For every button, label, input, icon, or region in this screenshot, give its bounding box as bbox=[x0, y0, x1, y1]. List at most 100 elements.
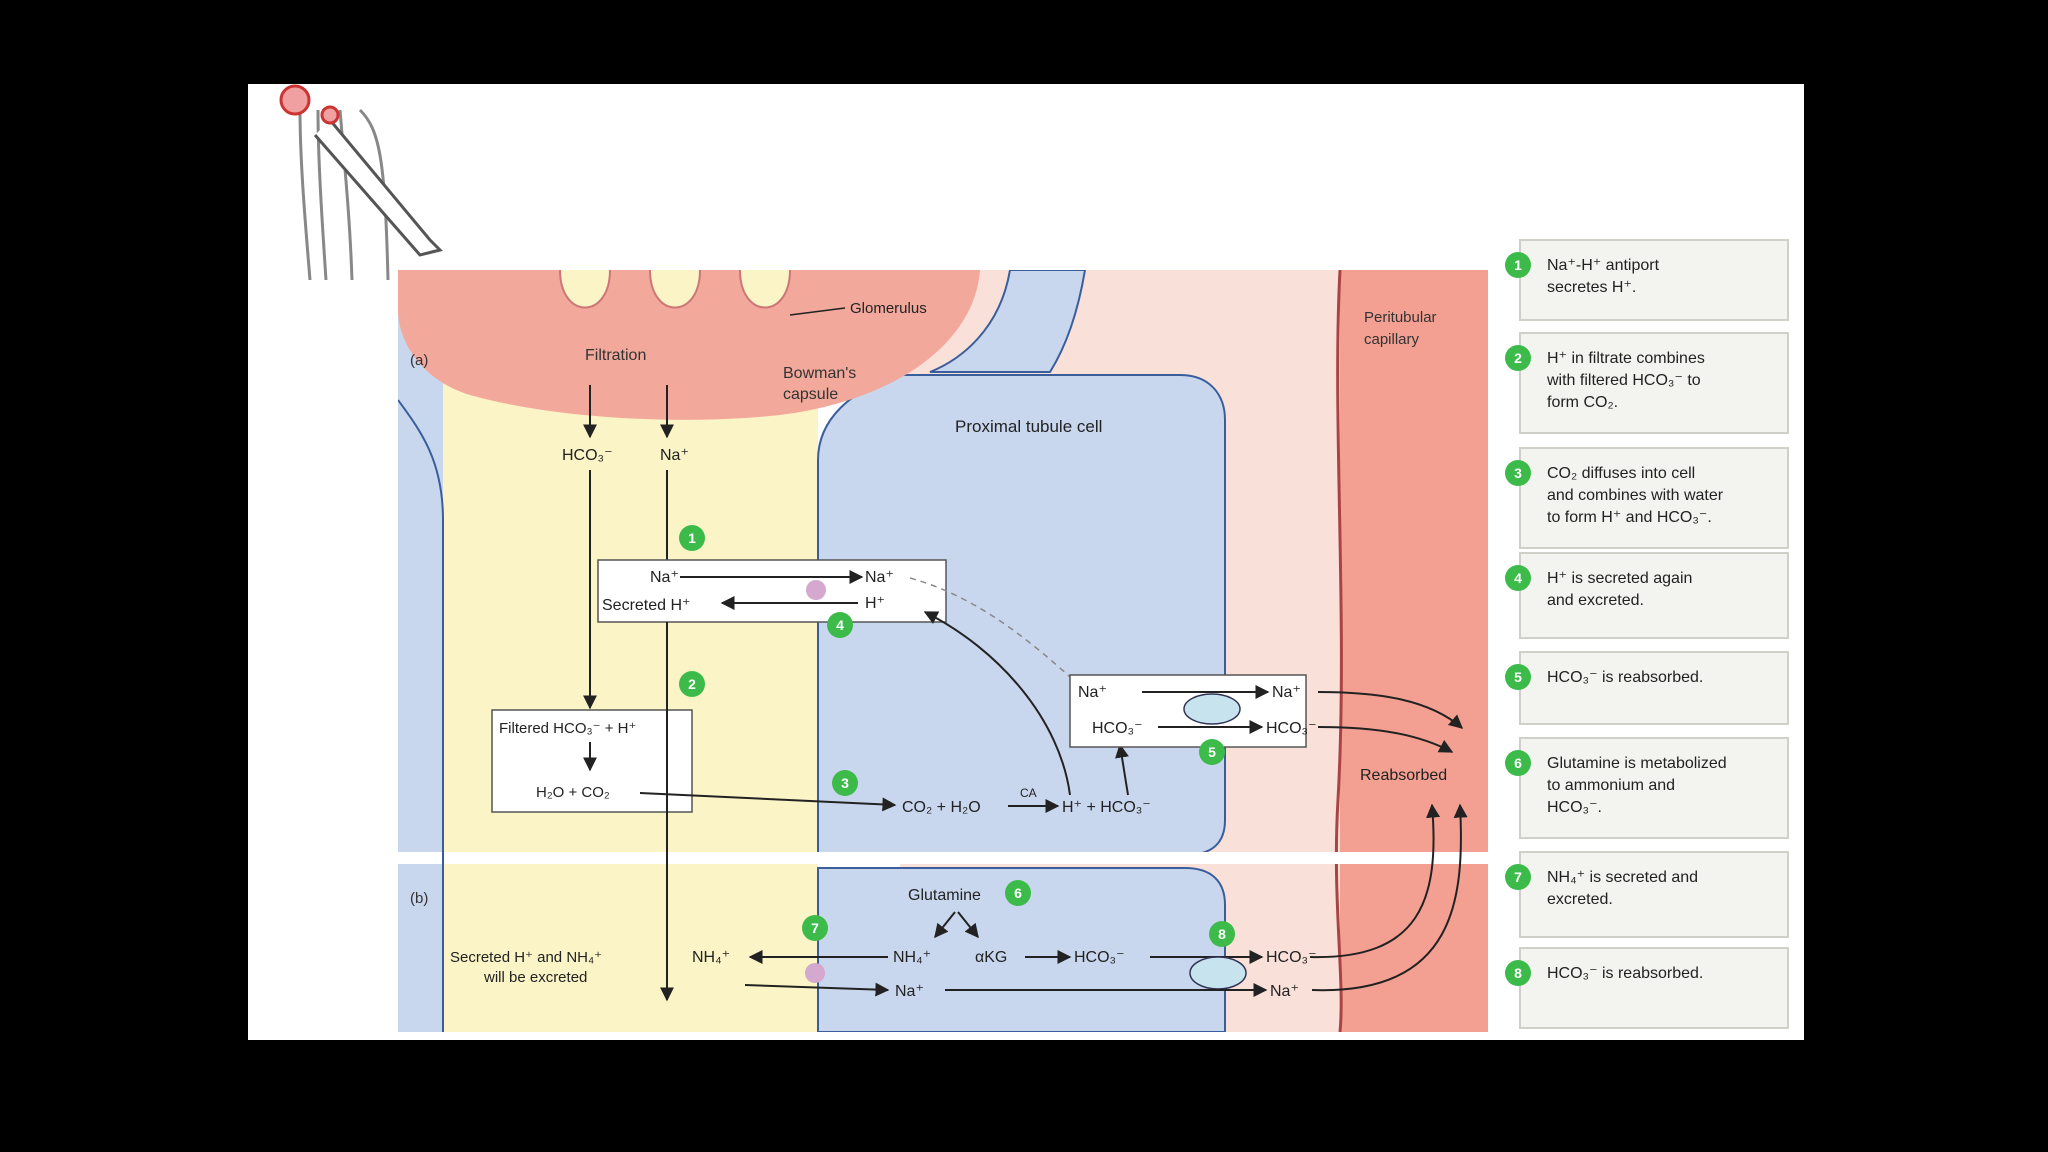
step-badge-number: 8 bbox=[1218, 926, 1226, 942]
legend-step-text: HCO₃⁻ is reabsorbed. bbox=[1547, 965, 1703, 982]
step-badge-number: 4 bbox=[836, 617, 844, 633]
co2-diffusion-arrow bbox=[639, 792, 897, 812]
reabsorbed-label: Reabsorbed bbox=[1360, 767, 1447, 784]
na-to-capillary-arrow bbox=[1317, 691, 1464, 729]
legend-badge-7 bbox=[1505, 864, 1531, 890]
glutamine-to-nh4 bbox=[934, 911, 956, 939]
basal-na-right: Na⁺ bbox=[1272, 684, 1301, 701]
legend-badge-1 bbox=[1505, 252, 1531, 278]
lumen-na-label: Na⁺ bbox=[660, 447, 689, 464]
legend-step-box bbox=[1519, 332, 1789, 434]
basolateral-cotransporter bbox=[1183, 693, 1241, 725]
b-na-out: Na⁺ bbox=[1270, 983, 1299, 1000]
legend-step-text: HCO₃⁻. bbox=[1547, 799, 1602, 816]
b-na-cell: Na⁺ bbox=[895, 983, 924, 1000]
b-cotransporter bbox=[1189, 956, 1247, 990]
left-cell-region bbox=[398, 270, 443, 1032]
box1-secreted-h: Secreted H⁺ bbox=[602, 597, 690, 614]
step-badge-6 bbox=[1005, 880, 1031, 906]
legend-step-text: H⁺ in filtrate combines bbox=[1547, 350, 1705, 367]
bowmans-label-1: Bowman's bbox=[783, 365, 856, 382]
bowmans-capsule-blue bbox=[929, 270, 1087, 373]
hco3-to-capillary-arrow bbox=[1317, 726, 1454, 753]
basal-hco3-left: HCO₃⁻ bbox=[1092, 720, 1143, 737]
nephron-thumbnail-icon bbox=[279, 84, 443, 281]
step-badge-1 bbox=[679, 525, 705, 551]
reaction-products: H⁺ + HCO₃⁻ bbox=[1062, 799, 1151, 816]
legend-step-box bbox=[1519, 651, 1789, 725]
glutamine-to-akg bbox=[957, 911, 979, 939]
step-badge-number: 6 bbox=[1014, 885, 1022, 901]
legend-step-text: excreted. bbox=[1547, 891, 1613, 908]
legend-badge-number: 1 bbox=[1514, 257, 1522, 273]
h-to-antiport-arrow bbox=[923, 611, 1071, 796]
glomerulus-loops bbox=[559, 270, 791, 309]
step-badge-7 bbox=[802, 915, 828, 941]
step-badge-number: 5 bbox=[1208, 744, 1216, 760]
legend-step-text: Na⁺-H⁺ antiport bbox=[1547, 257, 1660, 274]
legend-badge-5 bbox=[1505, 664, 1531, 690]
legend-step-box bbox=[1519, 552, 1789, 639]
box2-filtered: Filtered HCO₃⁻ + H⁺ bbox=[499, 720, 636, 737]
legend-badge-4 bbox=[1505, 565, 1531, 591]
capillary-wall bbox=[1334, 270, 1343, 1032]
step-badge-4 bbox=[827, 612, 853, 638]
basal-hco3-right: HCO₃⁻ bbox=[1266, 720, 1317, 737]
legend-step-text: HCO₃⁻ is reabsorbed. bbox=[1547, 669, 1703, 686]
b-akg: αKG bbox=[975, 949, 1007, 966]
legend-step-box bbox=[1519, 947, 1789, 1029]
legend-step-text: Glutamine is metabolized bbox=[1547, 755, 1727, 772]
b-hco3-to-capillary bbox=[1309, 803, 1441, 959]
legend-step-box bbox=[1519, 447, 1789, 549]
lumen-hco3-label: HCO₃⁻ bbox=[562, 447, 613, 464]
part-a-label: (a) bbox=[410, 352, 428, 369]
box1-na-left: Na⁺ bbox=[650, 569, 679, 586]
b-hco3-cell: HCO₃⁻ bbox=[1074, 949, 1125, 966]
basal-na-left: Na⁺ bbox=[1078, 684, 1107, 701]
b-nh4-cell: NH₄⁺ bbox=[893, 949, 931, 966]
legend-step-box bbox=[1519, 851, 1789, 938]
hco3-up-arrow bbox=[1115, 743, 1129, 796]
legend-step-text: and combines with water bbox=[1547, 487, 1724, 504]
step-badge-2 bbox=[679, 671, 705, 697]
step-badge-number: 3 bbox=[841, 775, 849, 791]
legend-step-text: NH₄⁺ is secreted and bbox=[1547, 869, 1698, 886]
legend-badge-number: 7 bbox=[1514, 869, 1522, 885]
bowmans-label-2: capsule bbox=[783, 386, 838, 403]
legend-badge-number: 2 bbox=[1514, 350, 1522, 366]
b-na-to-capillary bbox=[1311, 803, 1468, 992]
reaction-co2-h2o: CO₂ + H₂O bbox=[902, 799, 981, 816]
legend-badge-2 bbox=[1505, 345, 1531, 371]
peritubular-label-2: capillary bbox=[1364, 331, 1420, 348]
glomerulus-label: Glomerulus bbox=[850, 300, 927, 317]
glomerulus-shape bbox=[398, 270, 980, 420]
legend-badge-3 bbox=[1505, 460, 1531, 486]
box1-h: H⁺ bbox=[865, 595, 885, 612]
panel-separator bbox=[398, 852, 1488, 864]
step-badge-number: 1 bbox=[688, 530, 696, 546]
glutamine-label: Glutamine bbox=[908, 887, 981, 904]
step-badge-8 bbox=[1209, 921, 1235, 947]
legend-step-text: to form H⁺ and HCO₃⁻. bbox=[1547, 509, 1712, 526]
filtration-label: Filtration bbox=[585, 347, 646, 364]
box2-h2o-co2: H₂O + CO₂ bbox=[536, 784, 610, 801]
excreted-label-2: will be excreted bbox=[483, 969, 587, 986]
legend-step-text: CO₂ diffuses into cell bbox=[1547, 465, 1695, 482]
legend-step-box bbox=[1519, 737, 1789, 839]
legend-badge-number: 5 bbox=[1514, 669, 1522, 685]
legend-badge-number: 4 bbox=[1514, 570, 1522, 586]
lumen-wall-left bbox=[398, 399, 444, 1032]
excreted-label-1: Secreted H⁺ and NH₄⁺ bbox=[450, 949, 602, 966]
b-nh4-lumen: NH₄⁺ bbox=[692, 949, 730, 966]
step-badge-number: 2 bbox=[688, 676, 696, 692]
legend-badge-8 bbox=[1505, 960, 1531, 986]
legend-badge-6 bbox=[1505, 750, 1531, 776]
legend-step-text: to ammonium and bbox=[1547, 777, 1675, 794]
antiporter-transporter bbox=[806, 580, 826, 600]
b-na-in-arrow bbox=[744, 982, 890, 997]
b-hco3-out: HCO₃⁻ bbox=[1266, 949, 1317, 966]
b-nh4-transporter bbox=[805, 963, 825, 983]
